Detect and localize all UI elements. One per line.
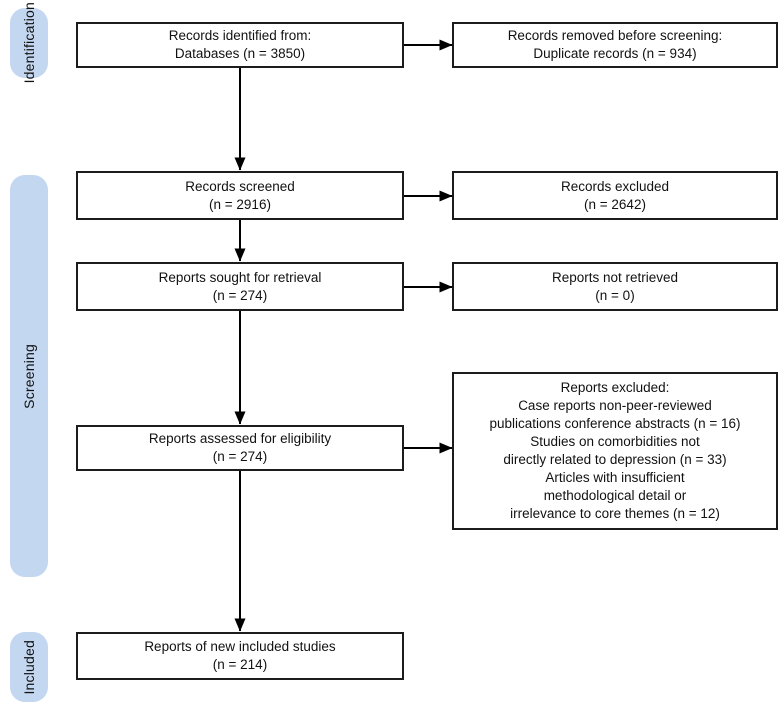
stage-screening: Screening xyxy=(10,175,48,577)
box-reports-assessed-text: Reports assessed for eligibility (n = 27… xyxy=(148,431,332,464)
stage-screening-label: Screening xyxy=(21,343,37,409)
box-records-identified-text: Records identified from: Databases (n = … xyxy=(168,28,312,61)
box-records-screened: Records screened (n = 2916) xyxy=(76,171,404,220)
box-reports-not-retrieved: Reports not retrieved (n = 0) xyxy=(452,262,778,311)
stage-identification: Identification xyxy=(10,2,48,84)
box-records-excluded: Records excluded (n = 2642) xyxy=(452,171,778,220)
box-records-screened-text: Records screened (n = 2916) xyxy=(185,178,295,212)
box-records-excluded-text: Records excluded (n = 2642) xyxy=(560,178,670,212)
stage-included: Included xyxy=(10,632,48,702)
stage-included-label: Included xyxy=(21,639,37,695)
box-reports-excluded-reasons: Reports excluded: Case reports non-peer-… xyxy=(452,372,778,530)
box-reports-sought-text: Reports sought for retrieval (n = 274) xyxy=(158,269,322,303)
box-records-removed: Records removed before screening: Duplic… xyxy=(452,22,778,68)
box-reports-not-retrieved-text: Reports not retrieved (n = 0) xyxy=(551,269,679,303)
box-new-included-studies: Reports of new included studies (n = 214… xyxy=(76,632,404,680)
box-records-removed-text: Records removed before screening: Duplic… xyxy=(507,28,723,61)
box-reports-assessed: Reports assessed for eligibility (n = 27… xyxy=(76,425,404,471)
box-new-included-studies-text: Reports of new included studies (n = 214… xyxy=(144,639,336,672)
stage-identification-label: Identification xyxy=(21,2,37,84)
box-records-identified: Records identified from: Databases (n = … xyxy=(76,22,404,68)
box-reports-excluded-reasons-text: Reports excluded: Case reports non-peer-… xyxy=(489,380,741,521)
box-reports-sought: Reports sought for retrieval (n = 274) xyxy=(76,262,404,311)
